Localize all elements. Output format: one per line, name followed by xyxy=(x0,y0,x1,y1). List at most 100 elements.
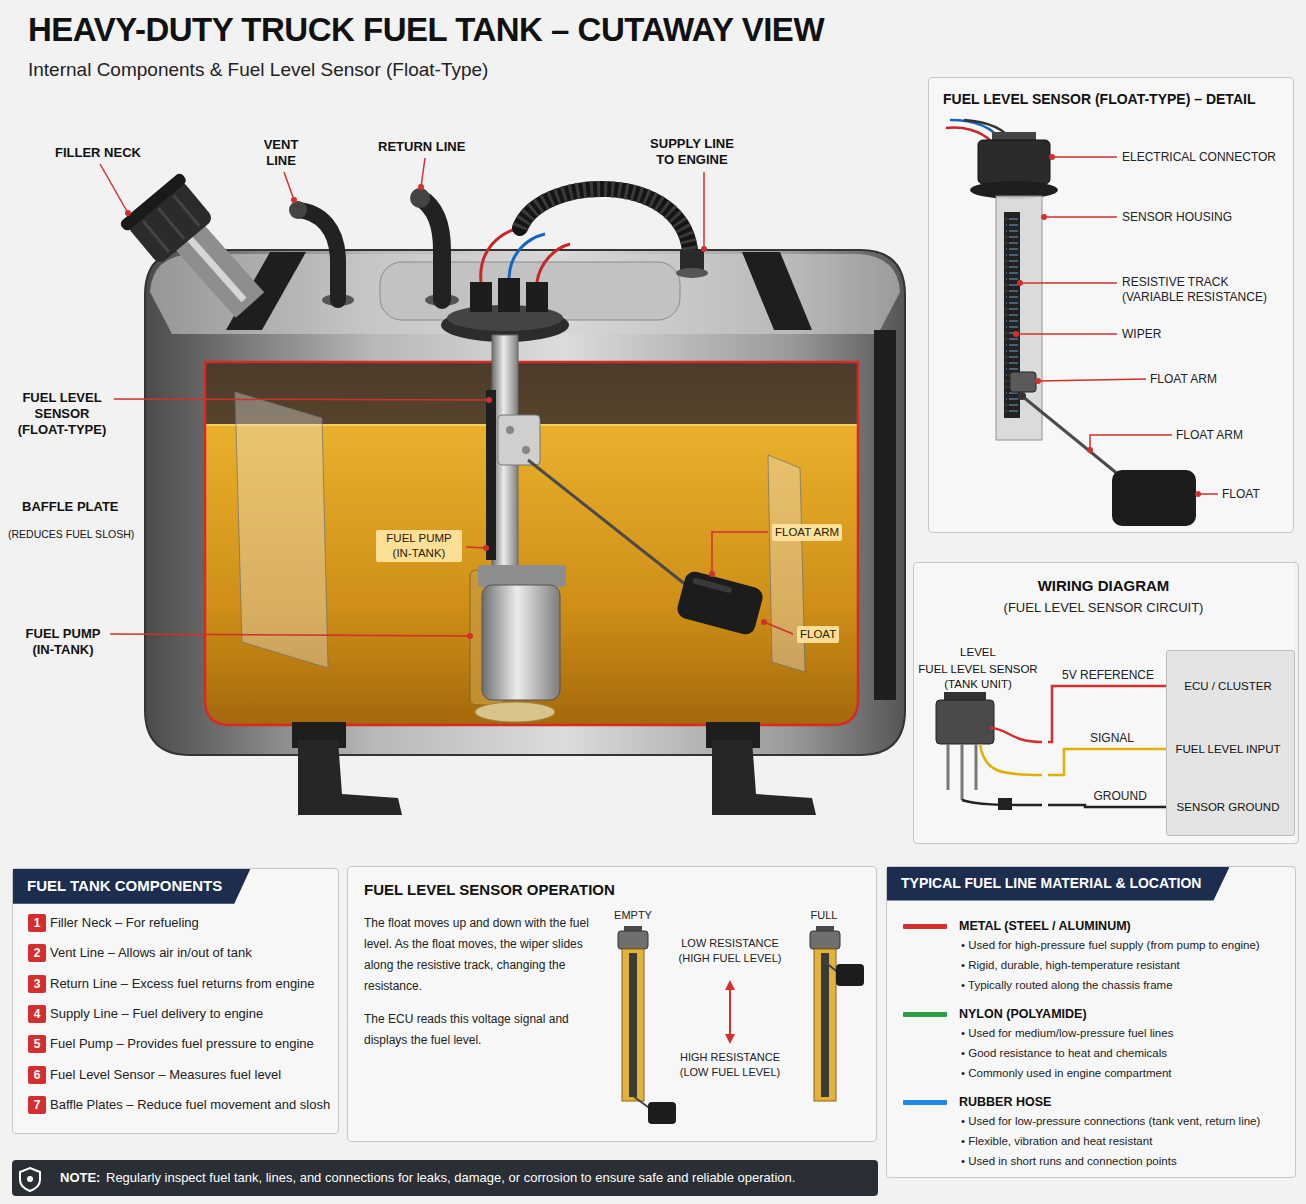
wiring-panel: LEVEL FUEL LEVEL SENSOR (TANK UNIT) ECU / … xyxy=(913,562,1299,844)
leader-line xyxy=(284,172,294,200)
part-label: VENT LINE xyxy=(250,137,312,169)
leader-dot xyxy=(1035,378,1041,384)
pin-name: FUEL LEVEL INPUT xyxy=(1167,742,1289,757)
leader-line xyxy=(110,634,470,636)
tank-shell xyxy=(145,250,905,755)
legend: METAL (STEEL / ALUMINUM)• Used for high-… xyxy=(903,917,1283,1171)
component-description: Return Line – Excess fuel returns from e… xyxy=(50,975,314,993)
part-label: FILLER NECK xyxy=(55,145,141,161)
panel-title: FUEL LEVEL SENSOR (FLOAT-TYPE) – DETAIL xyxy=(943,91,1255,109)
sensor-position-figure xyxy=(814,949,836,1101)
sensor-position-figure xyxy=(648,1102,676,1124)
module-connector xyxy=(526,282,548,312)
wire xyxy=(1048,749,1166,775)
filler-cap xyxy=(158,208,184,239)
page-title: HEAVY-DUTY TRUCK FUEL TANK – CUTAWAY VIE… xyxy=(28,10,824,50)
pin-name: ECU / CLUSTER xyxy=(1167,679,1289,694)
callout-number-text: 6 xyxy=(28,1066,46,1084)
leader-line xyxy=(1090,435,1172,449)
filler-cap xyxy=(119,172,188,233)
leader-line xyxy=(1052,156,1117,158)
part-label: RETURN LINE xyxy=(378,139,465,155)
wire-label: GROUND xyxy=(1092,789,1149,804)
legend-row: METAL (STEEL / ALUMINUM) xyxy=(903,917,1283,935)
leader-line xyxy=(100,164,128,213)
fuel-tank xyxy=(119,172,905,815)
vent-hose xyxy=(289,201,307,219)
baffle-plate xyxy=(235,392,328,668)
callout-number-text: 5 xyxy=(28,1035,46,1053)
sensor-detail xyxy=(978,140,1050,184)
note-icon xyxy=(20,1168,40,1191)
note-bar: NOTE:Regularly inspect fuel tank, lines,… xyxy=(12,1160,878,1196)
operation-panel: FUEL LEVEL SENSOR OPERATIONThe float mov… xyxy=(347,866,877,1142)
legend-entry: NYLON (POLYAMIDE)• Used for medium/low-p… xyxy=(903,1005,1283,1083)
bullet-text: • Used for high-pressure fuel supply (fr… xyxy=(961,935,1283,955)
panel-ground xyxy=(913,562,1294,844)
legend-entry: METAL (STEEL / ALUMINUM)• Used for high-… xyxy=(903,917,1283,995)
legend-text: METAL (STEEL / ALUMINUM) xyxy=(959,917,1131,935)
tank-unit-connector xyxy=(961,744,964,800)
leader-line xyxy=(100,157,1218,636)
fuel-line-panel: TYPICAL FUEL LINE MATERIAL & LOCATIONMET… xyxy=(886,866,1296,1178)
sensor-position-figure xyxy=(622,949,644,1101)
legend-entry: RUBBER HOSE• Used for low-pressure conne… xyxy=(903,1093,1283,1171)
leader-line xyxy=(703,172,705,247)
callout-number: 7 xyxy=(28,1096,46,1114)
panel-title: FUEL TANK COMPONENTS xyxy=(13,869,250,904)
bullet-text: • Rigid, durable, high-temperature resis… xyxy=(961,955,1283,975)
sensor-detail xyxy=(1112,470,1196,526)
component-description: Vent Line – Allows air in/out of tank xyxy=(50,944,252,962)
harness-conduit xyxy=(520,189,690,250)
callout-number-text: 1 xyxy=(28,914,46,932)
sensor-detail xyxy=(1018,392,1026,400)
tank-top-boss xyxy=(380,262,680,320)
callout-number: 1 xyxy=(28,914,46,932)
part-label: (REDUCES FUEL SLOSH) xyxy=(8,527,134,541)
sensor-position-figure xyxy=(836,964,864,986)
wire-label: 5V REFERENCE xyxy=(1060,668,1156,683)
mount-foot xyxy=(298,740,402,815)
bullet-text: • Commonly used in engine compartment xyxy=(961,1063,1283,1083)
leader-dot xyxy=(1041,214,1047,220)
tank-unit-connector xyxy=(990,728,1042,742)
leader-dot xyxy=(1195,491,1201,497)
sensor-position-figure xyxy=(729,986,731,1038)
legend-swatch xyxy=(903,924,947,929)
bullet-text: • Used in short runs and connection poin… xyxy=(961,1151,1283,1171)
filler-cap xyxy=(143,221,169,252)
sensor-position-figure xyxy=(618,931,648,949)
panel-title: FUEL LEVEL SENSOR OPERATION xyxy=(364,881,615,900)
part-label: FLOAT ARM xyxy=(772,524,842,541)
float xyxy=(675,569,765,636)
leader-dot xyxy=(1013,331,1019,337)
tank-unit-connector xyxy=(998,798,1012,810)
wire xyxy=(1048,686,1166,742)
pump-collar xyxy=(478,565,566,587)
legend-row: RUBBER HOSE xyxy=(903,1093,1283,1111)
float xyxy=(675,569,765,636)
part-label: FUEL PUMP (IN-TANK) xyxy=(376,530,462,562)
leader-dot xyxy=(1049,154,1055,160)
leader-dot xyxy=(291,197,297,203)
part-label: FLOAT xyxy=(1222,487,1260,502)
sensor-position-figure xyxy=(618,926,864,1124)
panel-subtitle: (FUEL LEVEL SENSOR CIRCUIT) xyxy=(914,600,1293,616)
leader-line xyxy=(1044,216,1117,218)
panel-ground xyxy=(928,77,1294,533)
part-label: FUEL LEVEL SENSOR (FLOAT-TYPE) xyxy=(8,390,116,438)
leader-line xyxy=(114,399,489,400)
unit-label: FUEL LEVEL SENSOR (TANK UNIT) xyxy=(914,662,1042,692)
leader-line xyxy=(1038,379,1146,381)
unit-label: LEVEL xyxy=(914,645,1042,660)
filler-pipe xyxy=(182,230,244,300)
tank-unit-connector xyxy=(936,692,1042,810)
callout-number-text: 4 xyxy=(28,1005,46,1023)
vent-hose xyxy=(298,210,338,300)
leader-line xyxy=(764,622,793,634)
tank-unit-connector xyxy=(975,744,978,790)
panel-title: WIRING DIAGRAM xyxy=(914,577,1293,596)
return-hose xyxy=(420,198,442,300)
components-panel: 1234567FUEL TANK COMPONENTS xyxy=(12,868,339,1134)
filler-cap xyxy=(119,172,218,268)
